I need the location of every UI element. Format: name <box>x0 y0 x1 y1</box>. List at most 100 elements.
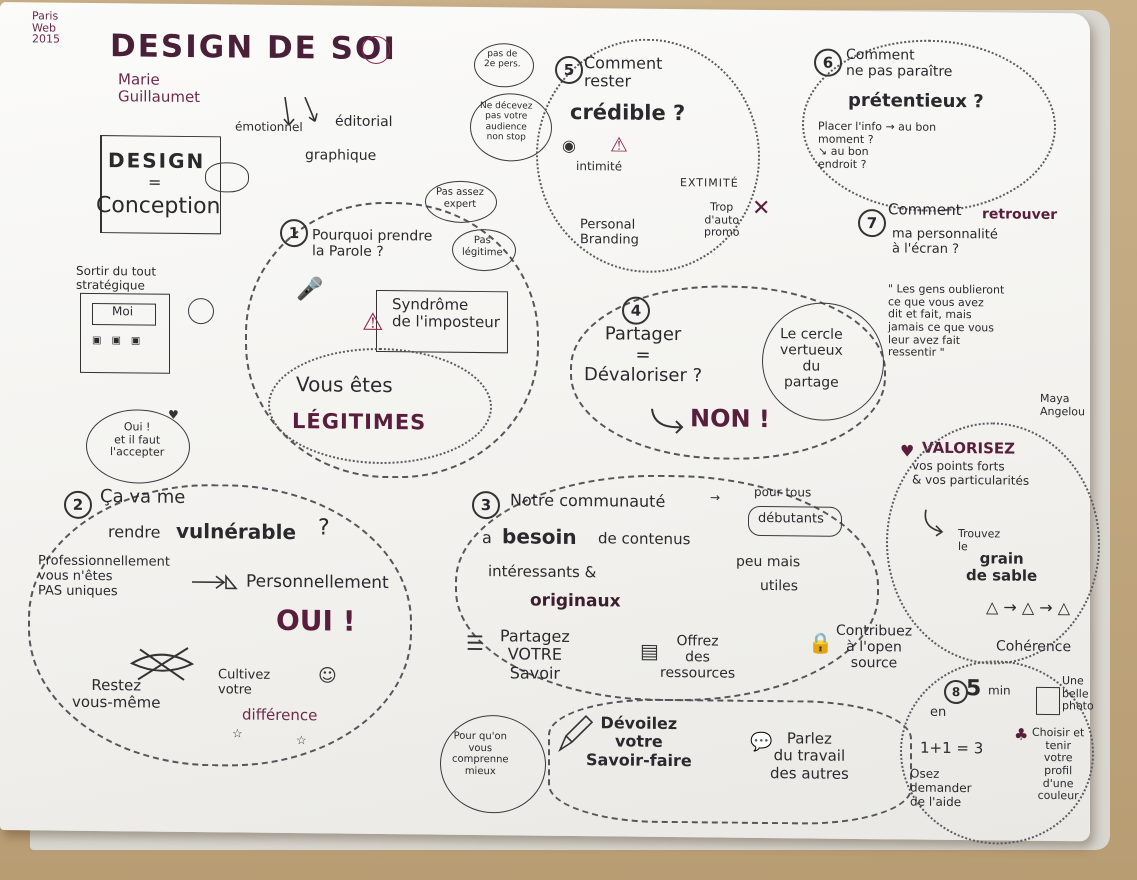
label-contribuez: Contribuez à l'open source <box>836 622 913 672</box>
split-arrows-icon <box>283 96 318 126</box>
label-partagez: Partagez VOTRE Savoir <box>500 626 570 683</box>
label-oui: OUI ! <box>276 603 356 638</box>
microphone-icon: 🎤 <box>296 277 324 303</box>
label-difference: différence <box>242 705 318 725</box>
section3-line3: intéressants & <box>488 562 597 582</box>
label-cultivez: Cultivez votre <box>218 667 271 698</box>
section8-number: 8 <box>944 679 968 705</box>
lock-icon: 🔒 <box>808 630 833 655</box>
section6-question-b: prétentieux ? <box>848 89 984 113</box>
section3-line4: originaux <box>530 590 621 612</box>
page-title: DESIGN DE SOI <box>110 28 397 68</box>
section5-question-a: Comment rester <box>584 53 663 91</box>
label-equation: 1+1 = 3 <box>920 738 984 758</box>
quote-author: Maya Angelou <box>1040 391 1086 419</box>
section7-number: 7 <box>858 208 886 238</box>
section6-number: 6 <box>814 48 842 77</box>
section2-question-b: rendre <box>108 522 161 542</box>
section5-question-b: crédible ? <box>570 99 686 126</box>
sketchnote-page: Paris Web 2015 DESIGN DE SOI Marie Guill… <box>0 2 1100 846</box>
section6-answer: Placer l'info → au bon moment ? ↘ au bon… <box>818 119 937 171</box>
label-professionnellement: Professionnellement vous n'êtes PAS uniq… <box>38 553 171 600</box>
section3-line2b: besoin <box>502 524 577 550</box>
label-graphique: graphique <box>305 147 377 164</box>
label-conception: Conception <box>96 193 221 220</box>
section3-lower-dashed-area <box>548 697 912 826</box>
label-cercle-vertueux: Le cercle vertueux du partage <box>780 326 843 392</box>
pencil-icon <box>558 715 594 753</box>
curved-arrow-icon <box>651 408 684 434</box>
star-icon: ☆ <box>296 733 307 748</box>
label-sortir-strategique: Sortir du tout stratégique <box>76 263 157 293</box>
section2-question-c: vulnérable <box>176 518 297 545</box>
section2-question-d: ? <box>318 515 330 541</box>
section3-line2a: a <box>482 528 492 548</box>
label-design: DESIGN <box>108 148 206 174</box>
cross-icon: ✕ <box>752 195 771 222</box>
section3-line2c: de contenus <box>598 529 691 549</box>
author-name: Marie Guillaumet <box>118 70 201 107</box>
grid-items-icon: ▣▣▣ <box>92 334 151 347</box>
label-choisir: Choisir et tenir votre profil d'une coul… <box>1032 725 1085 803</box>
label-pas-legitime: Pas légitime <box>462 234 503 258</box>
treasure-chest-icon: ▤ <box>640 638 659 663</box>
photo-frame-icon <box>1036 686 1060 716</box>
section2-question-a: Ça va me <box>100 486 186 508</box>
curved-arrow-icon <box>924 509 944 537</box>
label-legitimes: LÉGITIMES <box>292 409 427 435</box>
label-personal-branding: Personal Branding <box>580 217 639 248</box>
sad-face-icon <box>188 297 214 325</box>
label-trop-auto-promo: Trop d'auto promo <box>704 200 740 240</box>
label-debutants: débutants <box>758 510 824 527</box>
label-offrez: Offrez des ressources <box>660 633 736 682</box>
label-editorial: éditorial <box>335 113 393 131</box>
label-equals: = <box>148 172 162 192</box>
section1-number: 1 <box>280 218 308 248</box>
label-pas-2e-pers: pas de 2e pers. <box>484 49 521 70</box>
label-comprenne: Pour qu'on vous comprenne mieux <box>452 730 509 777</box>
label-moi: Moi <box>112 304 134 319</box>
label-restez: Restez vous-même <box>72 675 161 712</box>
section4-question: Partager = Dévaloriser ? <box>584 323 703 387</box>
label-pour-tous: pour tous <box>754 484 812 500</box>
warning-icon: ⚠ <box>362 307 384 337</box>
label-osez: Osez demander de l'aide <box>910 766 972 809</box>
label-non: NON ! <box>690 404 770 434</box>
section7-question-b: retrouver <box>982 206 1058 224</box>
sparkle-face-icon: ☺ <box>318 665 337 687</box>
maya-angelou-quote: " Les gens oublieront ce que vous avez d… <box>888 282 1005 360</box>
label-5: 5 <box>966 676 982 702</box>
label-extimite: EXTIMITÉ <box>680 176 739 190</box>
arrow-triangle-icon <box>192 574 238 590</box>
label-peu-mais: peu mais <box>736 553 801 571</box>
cloud-icon <box>205 162 249 193</box>
section3-number: 3 <box>472 490 500 520</box>
heart-icon: ♥ <box>168 407 179 422</box>
paint-bucket-icon: ♣ <box>1014 724 1029 744</box>
section3-line1: Notre communauté <box>510 490 666 511</box>
event-corner-label: Paris Web 2015 <box>32 9 60 46</box>
section7-dotted-area <box>886 421 1100 666</box>
label-accept-bubble: Oui ! et il faut l'accepter <box>110 420 165 460</box>
label-utiles: utiles <box>760 577 799 595</box>
section5-number: 5 <box>555 55 583 85</box>
label-vous-etes: Vous êtes <box>296 372 393 398</box>
label-personnellement: Personnellement <box>246 571 389 594</box>
arrow-text: → <box>710 490 721 505</box>
section2-number: 2 <box>64 490 92 519</box>
section1-question: Pourquoi prendre la Parole ? <box>312 227 433 261</box>
stack-icon: ☰ <box>466 630 484 656</box>
label-ne-decevez: Ne décevez pas votre audience non stop <box>480 101 533 143</box>
label-intimite: intimité <box>576 159 623 174</box>
label-en: en <box>930 704 947 720</box>
crossed-mask-icon <box>129 647 195 681</box>
label-belle-photo: Une belle photo <box>1062 674 1094 713</box>
star-icon: ☆ <box>232 726 243 741</box>
section4-number: 4 <box>622 296 650 325</box>
author-avatar <box>362 35 390 65</box>
eye-icon: ◉ <box>562 135 576 156</box>
section7-question-a: Comment <box>888 200 962 220</box>
label-min: min <box>988 683 1011 698</box>
label-syndrome: Syndrôme de l'imposteur <box>392 295 500 332</box>
